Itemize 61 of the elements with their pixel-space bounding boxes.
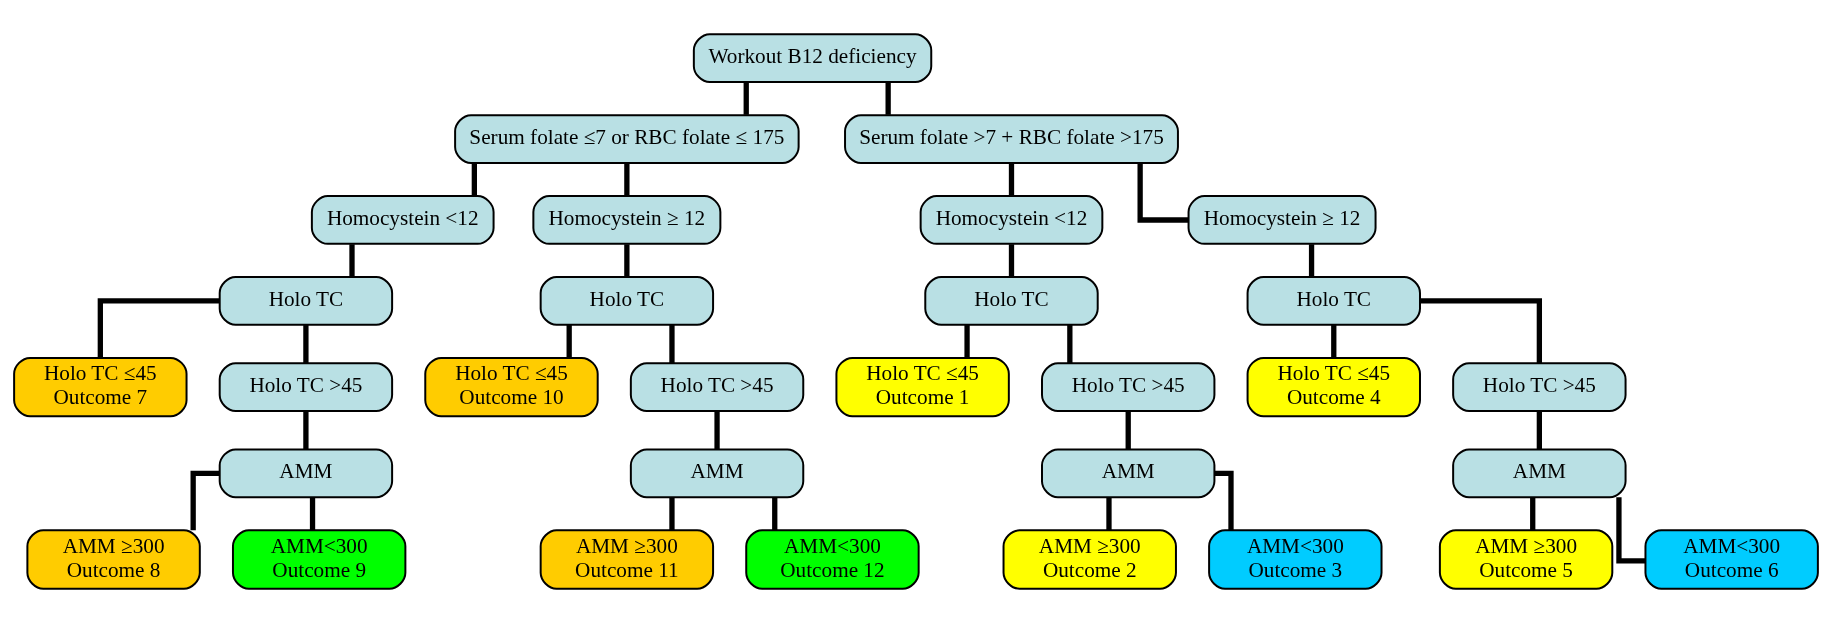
node-box: Holo TC ≤45 Outcome 4 <box>1246 356 1421 417</box>
connector <box>669 496 675 530</box>
connector <box>1530 496 1536 530</box>
connector <box>964 324 970 358</box>
node-box: AMM<300 Outcome 12 <box>745 528 920 590</box>
connector <box>624 243 630 277</box>
connector <box>1308 243 1315 277</box>
connector <box>1137 162 1189 223</box>
node-box: AMM<300 Outcome 6 <box>1644 528 1819 590</box>
connector <box>1214 470 1234 530</box>
node-box: Holo TC ≤45 Outcome 7 <box>13 356 188 417</box>
connector <box>772 496 778 530</box>
connector <box>349 243 355 277</box>
connector <box>1067 324 1073 363</box>
connector <box>714 410 720 449</box>
node-box: Holo TC <box>924 275 1099 326</box>
connector <box>303 410 309 449</box>
connector <box>1616 496 1646 563</box>
connector <box>1331 324 1337 358</box>
node-box: Homocystein <12 <box>310 194 495 245</box>
node-box: AMM<300 Outcome 3 <box>1208 528 1383 590</box>
node-box: AMM <box>629 447 805 498</box>
node-box: Homocystein ≥ 12 <box>1187 194 1377 245</box>
node-box: Serum folate ≤7 or RBC folate ≤ 175 <box>454 113 800 164</box>
node-box: Homocystein <12 <box>919 194 1104 245</box>
node-box: Holo TC ≤45 Outcome 10 <box>424 356 599 417</box>
connector <box>669 324 675 363</box>
node-box: Holo TC >45 <box>1041 361 1216 412</box>
node-box: Holo TC >45 <box>1452 361 1627 412</box>
connector <box>1008 243 1015 277</box>
node-box: Workout B12 deficiency <box>692 32 933 83</box>
connector <box>885 81 891 115</box>
node-box: Homocystein ≥ 12 <box>532 194 722 245</box>
connector <box>1420 297 1542 363</box>
connector <box>1125 410 1131 449</box>
connector <box>309 496 316 530</box>
node-box: Holo TC <box>1246 275 1421 326</box>
node-box: Serum folate >7 + RBC folate >175 <box>844 113 1179 164</box>
connector <box>1106 496 1112 530</box>
connector <box>1008 162 1015 196</box>
connector <box>1536 410 1542 449</box>
node-box: Holo TC >45 <box>218 361 394 412</box>
node-box: Holo TC >45 <box>629 361 805 412</box>
node-box: AMM ≥300 Outcome 2 <box>1002 528 1177 590</box>
node-box: AMM <box>1452 447 1627 498</box>
node-box: AMM<300 Outcome 9 <box>231 528 407 590</box>
connector <box>303 324 309 363</box>
connector <box>190 470 220 530</box>
connector <box>743 81 749 115</box>
node-box: AMM ≥300 Outcome 11 <box>539 528 715 590</box>
node-box: AMM <box>1041 447 1216 498</box>
connector <box>624 162 630 196</box>
node-box: AMM <box>218 447 394 498</box>
node-box: Holo TC <box>218 275 394 326</box>
node-box: Holo TC ≤45 Outcome 1 <box>835 356 1010 417</box>
node-box: Holo TC <box>539 275 715 326</box>
node-box: AMM ≥300 Outcome 8 <box>26 528 201 590</box>
node-box: AMM ≥300 Outcome 5 <box>1438 528 1614 590</box>
connector <box>566 324 572 358</box>
connector <box>97 297 220 358</box>
connector <box>471 162 477 196</box>
